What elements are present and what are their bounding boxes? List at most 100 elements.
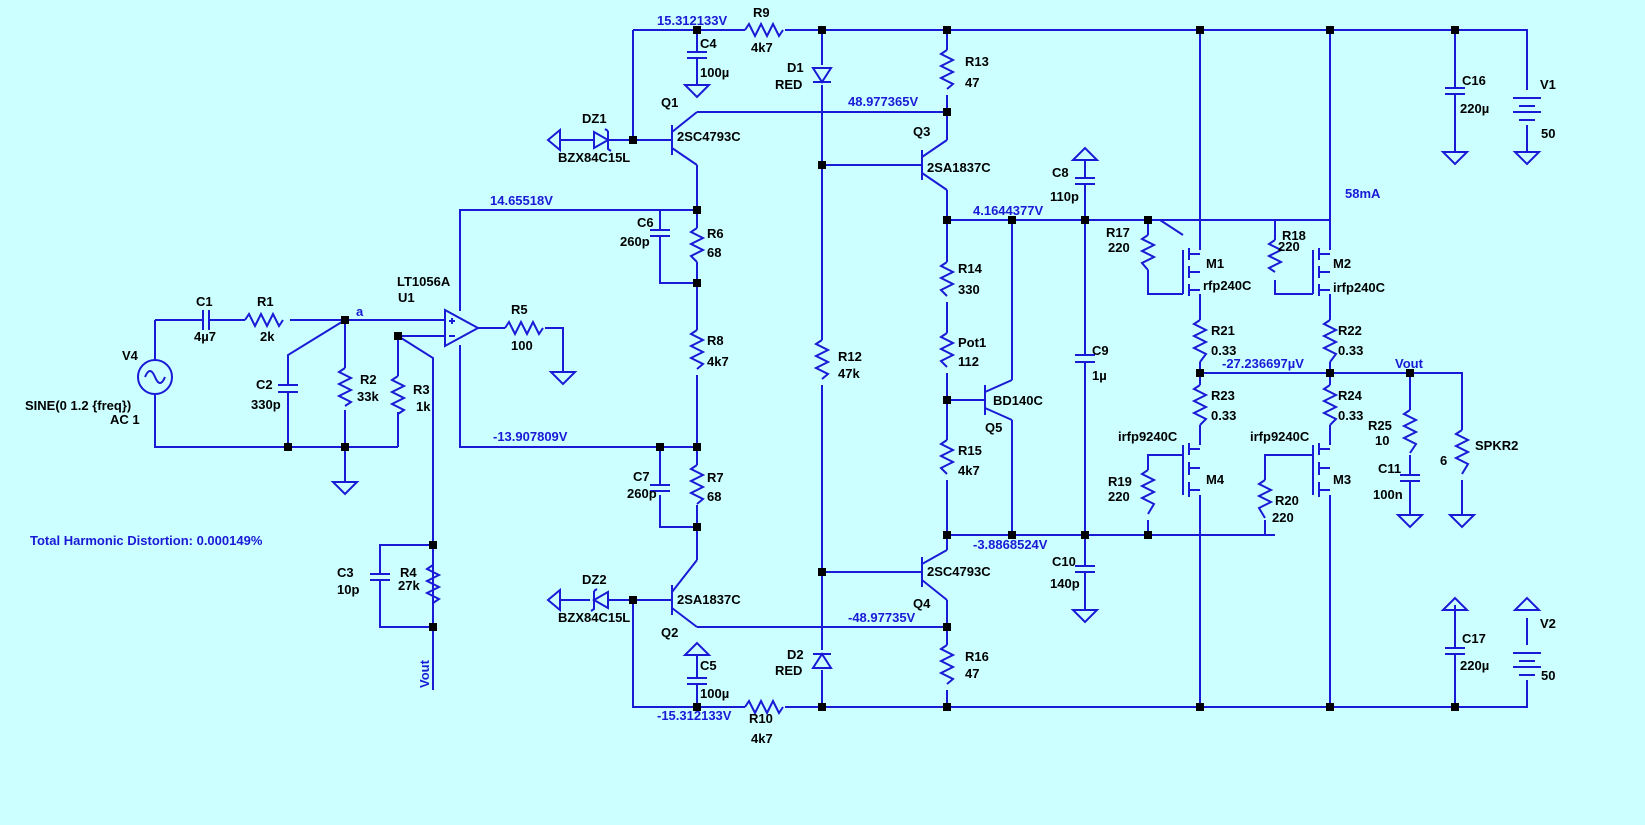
mosfet-m1[interactable] xyxy=(1182,248,1200,296)
capacitor-c6[interactable] xyxy=(650,229,670,237)
resistor-r8[interactable] xyxy=(688,329,706,370)
junction-dot xyxy=(818,26,826,34)
capacitor-c8[interactable] xyxy=(1075,177,1095,190)
ground-icon xyxy=(1395,514,1425,529)
capacitor-c9[interactable] xyxy=(1075,354,1095,368)
label-r18: R18 xyxy=(1282,228,1306,243)
sine-source-v4[interactable] xyxy=(137,359,173,395)
bjt-q2[interactable] xyxy=(660,559,698,628)
label-r2: R2 xyxy=(360,372,377,387)
value-c17: 220µ xyxy=(1460,658,1489,673)
label-d2: D2 xyxy=(787,647,804,662)
voltage-neg-rail: -15.312133V xyxy=(657,708,732,723)
junction-dot xyxy=(429,541,437,549)
zener-dz2[interactable] xyxy=(590,588,612,612)
label-c17: C17 xyxy=(1462,631,1486,646)
label-r21: R21 xyxy=(1211,323,1235,338)
resistor-r19[interactable] xyxy=(1139,469,1157,515)
bjt-q4[interactable] xyxy=(921,549,948,601)
value-c3: 10p xyxy=(337,582,359,597)
resistor-r21[interactable] xyxy=(1191,319,1209,363)
capacitor-c1[interactable] xyxy=(195,310,217,330)
capacitor-c10[interactable] xyxy=(1075,565,1095,578)
label-q3: Q3 xyxy=(913,124,930,139)
ground-icon xyxy=(1512,596,1542,611)
speaker-spkr2[interactable] xyxy=(1453,429,1471,475)
resistor-r12[interactable] xyxy=(813,339,831,380)
value-m4: irfp9240C xyxy=(1118,429,1178,444)
voltage-pos-rail: 15.312133V xyxy=(657,13,727,28)
voltage-q3-base: 48.977365V xyxy=(848,94,918,109)
ground-icon xyxy=(546,587,561,613)
bjt-q3[interactable] xyxy=(921,139,948,191)
mosfet-m2[interactable] xyxy=(1312,248,1330,296)
battery-v2[interactable] xyxy=(1513,652,1541,676)
value-r10: 4k7 xyxy=(751,731,773,746)
thd-readout: Total Harmonic Distortion: 0.000149% xyxy=(30,533,263,548)
value-c9: 1µ xyxy=(1092,368,1107,383)
ground-icon xyxy=(1440,151,1470,166)
resistor-pot1[interactable] xyxy=(938,332,956,368)
mosfet-m3[interactable] xyxy=(1312,443,1330,497)
opamp-u1[interactable] xyxy=(444,308,481,348)
label-r12: R12 xyxy=(838,349,862,364)
value-r23: 0.33 xyxy=(1211,408,1236,423)
resistor-r25[interactable] xyxy=(1401,409,1419,454)
capacitor-c5[interactable] xyxy=(687,677,707,688)
resistor-r22[interactable] xyxy=(1321,319,1339,363)
label-c1: C1 xyxy=(196,294,213,309)
resistor-r10[interactable] xyxy=(744,698,784,716)
ground-icon xyxy=(330,481,360,496)
junction-dot xyxy=(1144,216,1152,224)
capacitor-c4[interactable] xyxy=(687,51,707,62)
label-r4: R4 xyxy=(400,565,417,580)
value-r19: 220 xyxy=(1108,489,1130,504)
capacitor-c7[interactable] xyxy=(650,484,670,492)
label-m2: M2 xyxy=(1333,256,1351,271)
resistor-r15[interactable] xyxy=(938,439,956,475)
resistor-r13[interactable] xyxy=(938,49,956,90)
value-r20: 220 xyxy=(1272,510,1294,525)
resistor-r5[interactable] xyxy=(504,319,544,337)
zener-dz1[interactable] xyxy=(590,128,612,152)
led-d2[interactable] xyxy=(811,652,833,669)
value-q2: 2SA1837C xyxy=(677,592,741,607)
resistor-r14[interactable] xyxy=(938,261,956,297)
junction-dot xyxy=(1081,531,1089,539)
resistor-r9[interactable] xyxy=(744,21,784,39)
capacitor-c11[interactable] xyxy=(1400,474,1420,488)
resistor-r24[interactable] xyxy=(1321,384,1339,426)
label-r5: R5 xyxy=(511,302,528,317)
bjt-q1[interactable] xyxy=(660,111,698,166)
resistor-r17[interactable] xyxy=(1139,234,1157,271)
resistor-r2[interactable] xyxy=(336,367,354,407)
value-q1: 2SC4793C xyxy=(677,129,741,144)
label-c8: C8 xyxy=(1052,165,1069,180)
capacitor-c17[interactable] xyxy=(1445,647,1465,658)
bjt-q5[interactable] xyxy=(984,379,1013,421)
resistor-r23[interactable] xyxy=(1191,384,1209,426)
ground-icon xyxy=(682,641,712,656)
mosfet-m4[interactable] xyxy=(1182,443,1200,497)
capacitor-c2[interactable] xyxy=(278,384,298,400)
resistor-r3[interactable] xyxy=(389,375,407,415)
resistor-r1[interactable] xyxy=(244,311,284,329)
resistor-r18[interactable] xyxy=(1266,239,1284,273)
resistor-r7[interactable] xyxy=(688,464,706,505)
capacitor-c16[interactable] xyxy=(1445,87,1465,98)
value-q3: 2SA1837C xyxy=(927,160,991,175)
value-r22: 0.33 xyxy=(1338,343,1363,358)
resistor-r6[interactable] xyxy=(688,227,706,263)
value-r24: 0.33 xyxy=(1338,408,1363,423)
resistor-r20[interactable] xyxy=(1256,479,1274,519)
resistor-r4[interactable] xyxy=(424,564,442,604)
resistor-r16[interactable] xyxy=(938,644,956,685)
value-r6: 68 xyxy=(707,245,721,260)
capacitor-c3[interactable] xyxy=(370,573,390,586)
value-c5: 100µ xyxy=(700,686,729,701)
led-d1[interactable] xyxy=(811,67,833,84)
value-r8: 4k7 xyxy=(707,354,729,369)
junction-dot xyxy=(394,332,402,340)
battery-v1[interactable] xyxy=(1513,97,1541,121)
